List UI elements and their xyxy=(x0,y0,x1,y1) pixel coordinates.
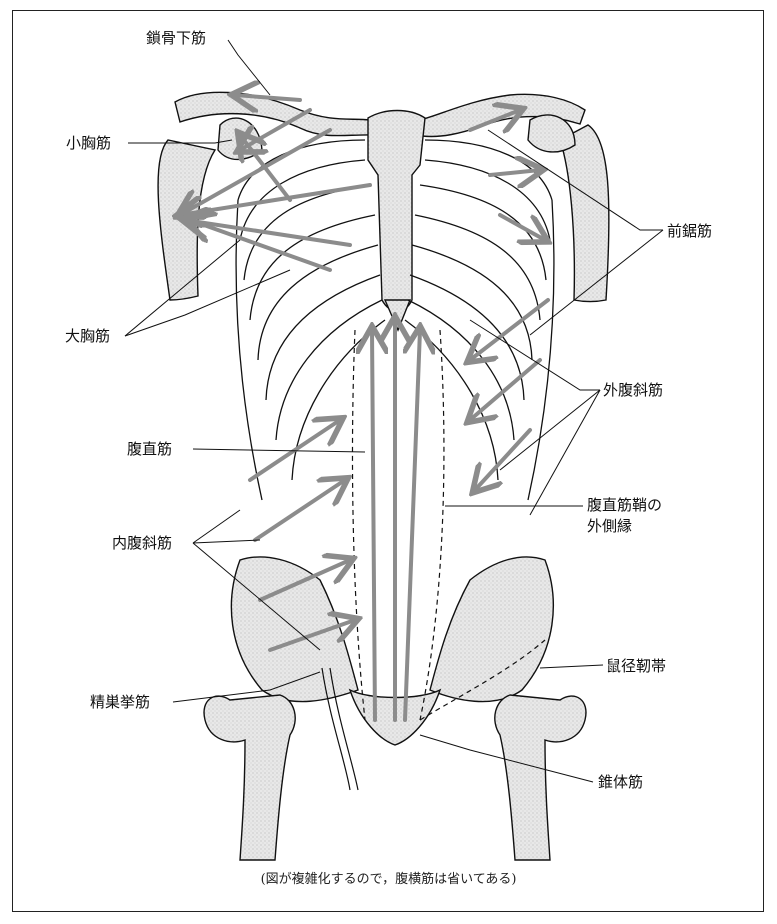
right-humerus xyxy=(560,125,609,302)
label-cremaster: 精巣挙筋 xyxy=(90,693,150,711)
label-external-oblique: 外腹斜筋 xyxy=(603,381,663,399)
label-pyramidalis: 錐体筋 xyxy=(598,773,643,791)
label-inguinal-ligament: 鼠径靭帯 xyxy=(606,657,666,675)
label-pectoralis-minor: 小胸筋 xyxy=(66,134,111,152)
label-internal-oblique: 内腹斜筋 xyxy=(112,534,172,552)
left-femur xyxy=(204,695,295,860)
figure-caption: (図が複雑化するので，腹横筋は省いてある) xyxy=(0,868,777,887)
label-rectus-abdominis: 腹直筋 xyxy=(127,440,172,458)
label-subclavius: 鎖骨下筋 xyxy=(146,29,206,47)
sternum xyxy=(368,111,425,312)
label-rectus-sheath-2: 外側縁 xyxy=(587,517,632,535)
xiphoid xyxy=(385,300,410,330)
right-femur xyxy=(495,695,586,860)
right-ilium xyxy=(430,557,553,702)
label-rectus-sheath-1: 腹直筋鞘の xyxy=(587,496,662,514)
label-pectoralis-major: 大胸筋 xyxy=(65,327,110,345)
label-serratus-anterior: 前鋸筋 xyxy=(667,222,712,240)
